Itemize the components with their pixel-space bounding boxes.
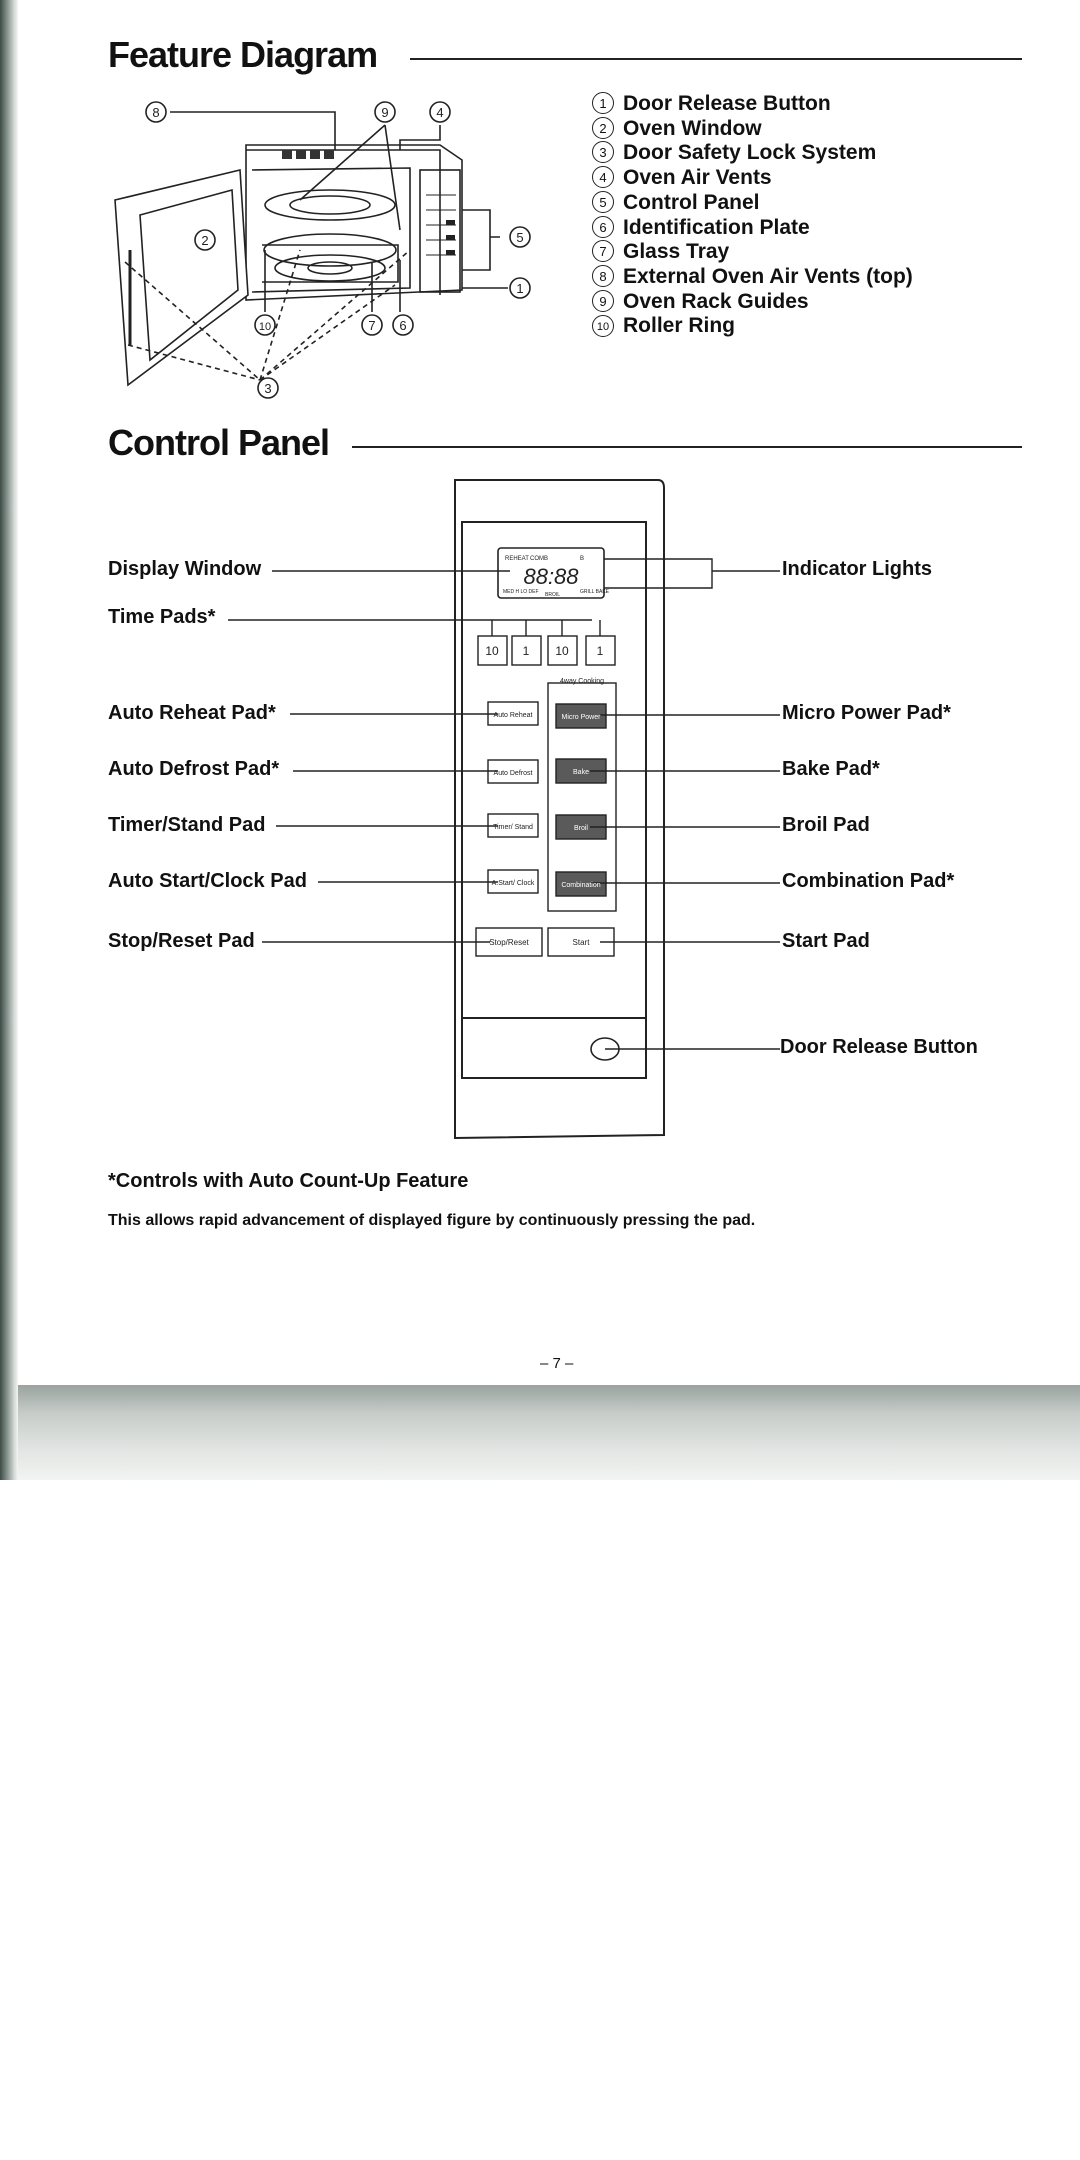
time-pad-10min: 10 [485,644,499,658]
callout-1: 1 [516,281,523,296]
scan-bottom-shadow [18,1385,1080,1480]
label-micro-power-pad: Micro Power Pad* [782,702,951,724]
time-pad-1sec: 1 [597,644,604,658]
four-way-cooking-label: 4way Cooking [560,678,604,685]
stop-reset-pad-text: Stop/Reset [489,938,529,947]
label-stop-reset-pad: Stop/Reset Pad [108,930,255,952]
label-bake-pad: Bake Pad* [782,758,880,780]
control-title-rule [352,446,1022,448]
auto-start-clock-pad-text: A.Start/ Clock [492,880,535,887]
display-label-levels: MED H LO DEF [503,589,539,595]
scan-shadow-edge [0,0,18,1480]
time-pad-10sec: 10 [555,644,569,658]
auto-reheat-pad-text: Auto Reheat [494,712,533,719]
label-door-release-button: Door Release Button [780,1036,978,1058]
auto-defrost-pad-text: Auto Defrost [494,770,533,777]
callout-2: 2 [201,233,208,248]
display-label-b: B [580,556,584,562]
label-auto-defrost-pad: Auto Defrost Pad* [108,758,280,780]
callout-7: 7 [368,318,375,333]
label-indicator-lights: Indicator Lights [782,558,932,580]
control-panel-title: Control Panel [108,422,330,463]
label-combination-pad: Combination Pad* [782,870,955,892]
label-start-pad: Start Pad [782,930,870,952]
callout-10: 10 [259,321,271,333]
micro-power-pad-text: Micro Power [562,714,602,721]
display-digits: 88:88 [523,564,579,589]
callout-8: 8 [152,105,159,120]
display-label-grill-bake: GRILL BAKE [580,589,610,595]
callout-5: 5 [516,230,523,245]
label-timer-stand-pad: Timer/Stand Pad [108,814,266,836]
display-label-broil: BROIL [545,592,560,598]
label-broil-pad: Broil Pad [782,814,870,836]
label-display-window: Display Window [108,558,262,580]
display-label-comb: COMB [530,556,548,562]
feature-title-rule [410,58,1022,60]
callout-6: 6 [399,318,406,333]
callout-3: 3 [264,381,271,396]
top-vents [282,150,334,159]
callout-9: 9 [381,105,388,120]
timer-stand-pad-text: Timer/ Stand [493,824,533,831]
feature-diagram-title: Feature Diagram [108,34,378,75]
label-auto-reheat-pad: Auto Reheat Pad* [108,702,276,724]
start-pad-text: Start [573,938,591,947]
label-auto-start-clock-pad: Auto Start/Clock Pad [108,870,307,892]
footnote-text: This allows rapid advancement of display… [108,1212,756,1229]
footnote-title: *Controls with Auto Count-Up Feature [108,1170,469,1192]
display-label-reheat: REHEAT [505,556,529,562]
broil-pad-text: Broil [574,825,588,832]
bake-pad-text: Bake [573,769,589,776]
combination-pad-text: Combination [561,882,600,889]
page-number: – 7 – [540,1355,574,1372]
label-time-pads: Time Pads* [108,606,216,628]
callout-4: 4 [436,105,443,120]
time-pad-1min: 1 [523,644,530,658]
